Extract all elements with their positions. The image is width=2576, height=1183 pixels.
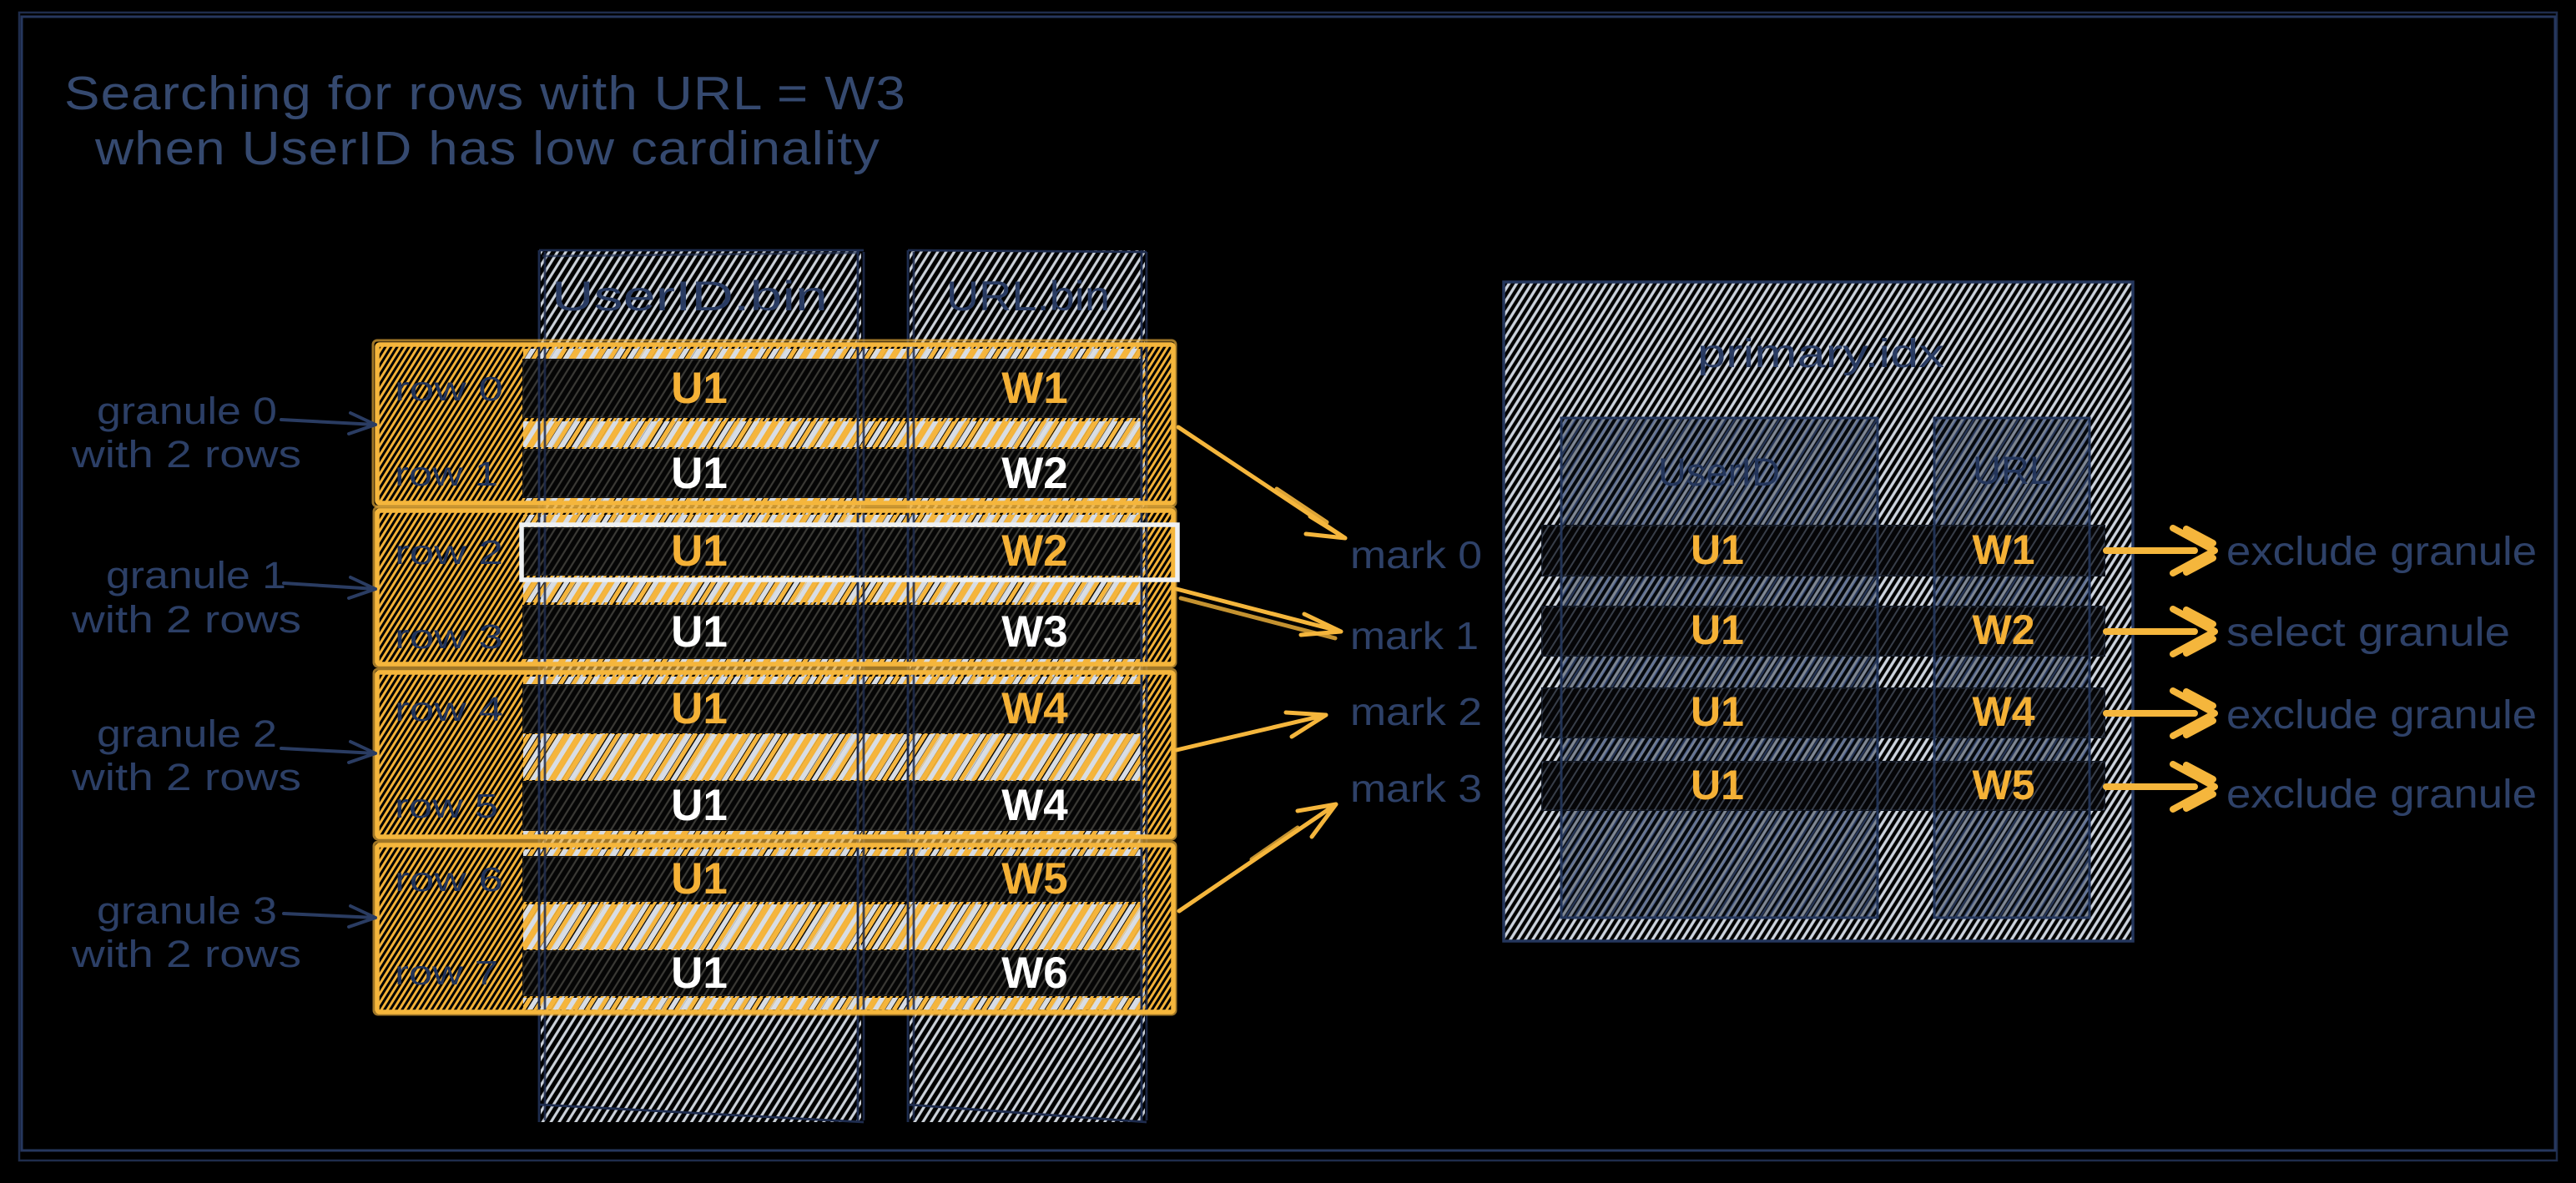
svg-text:W6: W6 bbox=[1001, 949, 1068, 998]
svg-text:row 7: row 7 bbox=[395, 954, 498, 992]
svg-text:W5: W5 bbox=[1973, 762, 2035, 808]
svg-text:W2: W2 bbox=[1001, 526, 1068, 576]
svg-text:exclude granule: exclude granule bbox=[2226, 530, 2537, 574]
svg-text:U1: U1 bbox=[671, 526, 728, 576]
svg-text:row 6: row 6 bbox=[395, 860, 503, 899]
svg-text:U1: U1 bbox=[671, 684, 728, 733]
svg-text:U1: U1 bbox=[671, 854, 728, 904]
svg-text:granule 3: granule 3 bbox=[97, 889, 277, 932]
svg-text:URL: URL bbox=[1973, 448, 2051, 492]
svg-text:when UserID has low cardinalit: when UserID has low cardinality bbox=[94, 122, 880, 175]
svg-text:primary.idx: primary.idx bbox=[1697, 332, 1944, 376]
svg-text:UserID: UserID bbox=[1658, 450, 1780, 494]
svg-text:W4: W4 bbox=[1001, 684, 1068, 733]
svg-text:granule 1: granule 1 bbox=[106, 554, 286, 597]
svg-text:U1: U1 bbox=[671, 364, 728, 413]
svg-text:W2: W2 bbox=[1001, 449, 1068, 498]
svg-text:U1: U1 bbox=[671, 781, 728, 830]
svg-text:exclude granule: exclude granule bbox=[2226, 693, 2537, 737]
svg-text:U1: U1 bbox=[671, 449, 728, 498]
svg-text:W3: W3 bbox=[1001, 607, 1068, 657]
svg-text:URL.bin: URL.bin bbox=[946, 273, 1110, 320]
svg-text:row 4: row 4 bbox=[395, 690, 503, 728]
svg-text:mark 2: mark 2 bbox=[1350, 690, 1482, 733]
svg-text:mark 1: mark 1 bbox=[1350, 614, 1479, 657]
svg-text:U1: U1 bbox=[671, 607, 728, 657]
svg-text:row 3: row 3 bbox=[395, 617, 503, 656]
svg-text:row 2: row 2 bbox=[395, 533, 503, 571]
svg-text:with 2 rows: with 2 rows bbox=[71, 933, 301, 975]
svg-text:row 1: row 1 bbox=[395, 455, 498, 493]
svg-text:granule 0: granule 0 bbox=[97, 390, 277, 432]
svg-text:U1: U1 bbox=[671, 949, 728, 998]
svg-text:mark 3: mark 3 bbox=[1350, 767, 1482, 810]
svg-text:U1: U1 bbox=[1691, 526, 1744, 573]
svg-text:W5: W5 bbox=[1001, 854, 1068, 904]
svg-text:W1: W1 bbox=[1001, 364, 1068, 413]
svg-text:W1: W1 bbox=[1973, 526, 2035, 573]
svg-text:Searching for rows with URL =: Searching for rows with URL = W3 bbox=[64, 67, 906, 120]
svg-text:granule 2: granule 2 bbox=[97, 712, 277, 755]
svg-text:row 5: row 5 bbox=[395, 787, 498, 825]
svg-text:row 0: row 0 bbox=[395, 370, 503, 408]
svg-text:U1: U1 bbox=[1691, 762, 1744, 808]
svg-text:mark 0: mark 0 bbox=[1350, 533, 1482, 576]
svg-text:U1: U1 bbox=[1691, 607, 1744, 653]
svg-text:with 2 rows: with 2 rows bbox=[71, 433, 301, 476]
svg-text:exclude granule: exclude granule bbox=[2226, 773, 2537, 817]
svg-text:with 2 rows: with 2 rows bbox=[71, 756, 301, 798]
svg-text:UserID.bin: UserID.bin bbox=[552, 273, 828, 320]
svg-text:U1: U1 bbox=[1691, 688, 1744, 735]
svg-text:W4: W4 bbox=[1001, 781, 1068, 830]
svg-text:W2: W2 bbox=[1973, 607, 2035, 653]
svg-text:with 2 rows: with 2 rows bbox=[71, 598, 301, 641]
svg-text:W4: W4 bbox=[1973, 688, 2035, 735]
svg-text:select granule: select granule bbox=[2226, 611, 2510, 655]
